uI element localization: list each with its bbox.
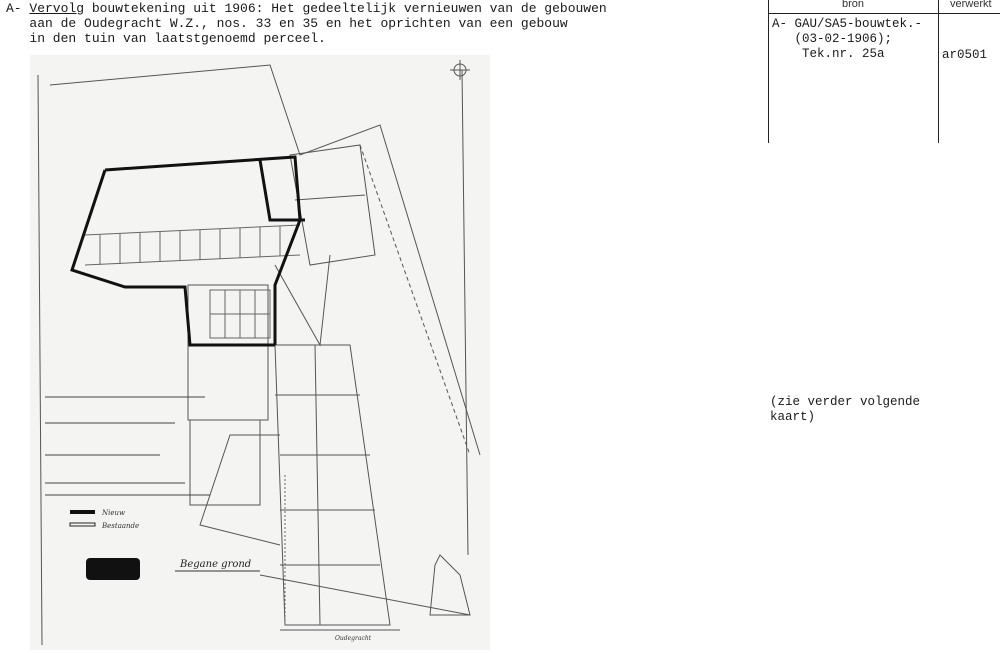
floor-plan-drawing: Nieuw Bestaande Begane grond Oudegracht [30,55,490,650]
header-verwerkt: verwerkt [950,0,992,10]
room [189,419,261,506]
floor-label: Begane grond [179,559,251,570]
header-rule [768,13,1000,14]
new-building-outline [70,169,275,347]
street-label: Oudegracht [335,635,372,642]
legend-existing-label: Bestaande [101,522,139,530]
sheet-edge [461,69,469,556]
description-line-2: aan de Oudegracht W.Z., nos. 33 en 35 en… [29,16,568,31]
sheet-edge [37,74,43,646]
continuation-label: Vervolg [29,1,85,16]
description-line-3: in den tuin van laatstgenoemd perceel. [29,31,326,46]
drawing-sheet [30,55,490,650]
front-building [274,344,391,626]
continuation-note: (zie verder volgende kaart) [770,395,921,424]
description-line-1: bouwtekening uit 1906: Het gedeeltelijk … [84,1,607,16]
processed-code: ar0501 [942,48,988,62]
legend-existing-swatch [69,522,96,527]
plot-boundary [49,64,481,456]
header-bron: bron [842,0,865,10]
legend-new-swatch [70,510,95,514]
entry-prefix: A- [6,1,30,16]
table-divider [938,0,939,143]
table-divider [768,0,769,143]
legend-new-label: Nieuw [101,509,125,517]
record-description: A- Vervolg bouwtekening uit 1906: Het ge… [6,1,607,46]
cartouche [86,558,140,580]
annex [429,554,471,616]
rear-rooms [289,144,376,266]
source-reference: A- GAU/SA5-bouwtek.- (03-02-1906); Tek.n… [772,17,923,61]
source-table: bron verwerkt A- GAU/SA5-bouwtek.- (03-0… [768,0,1000,143]
